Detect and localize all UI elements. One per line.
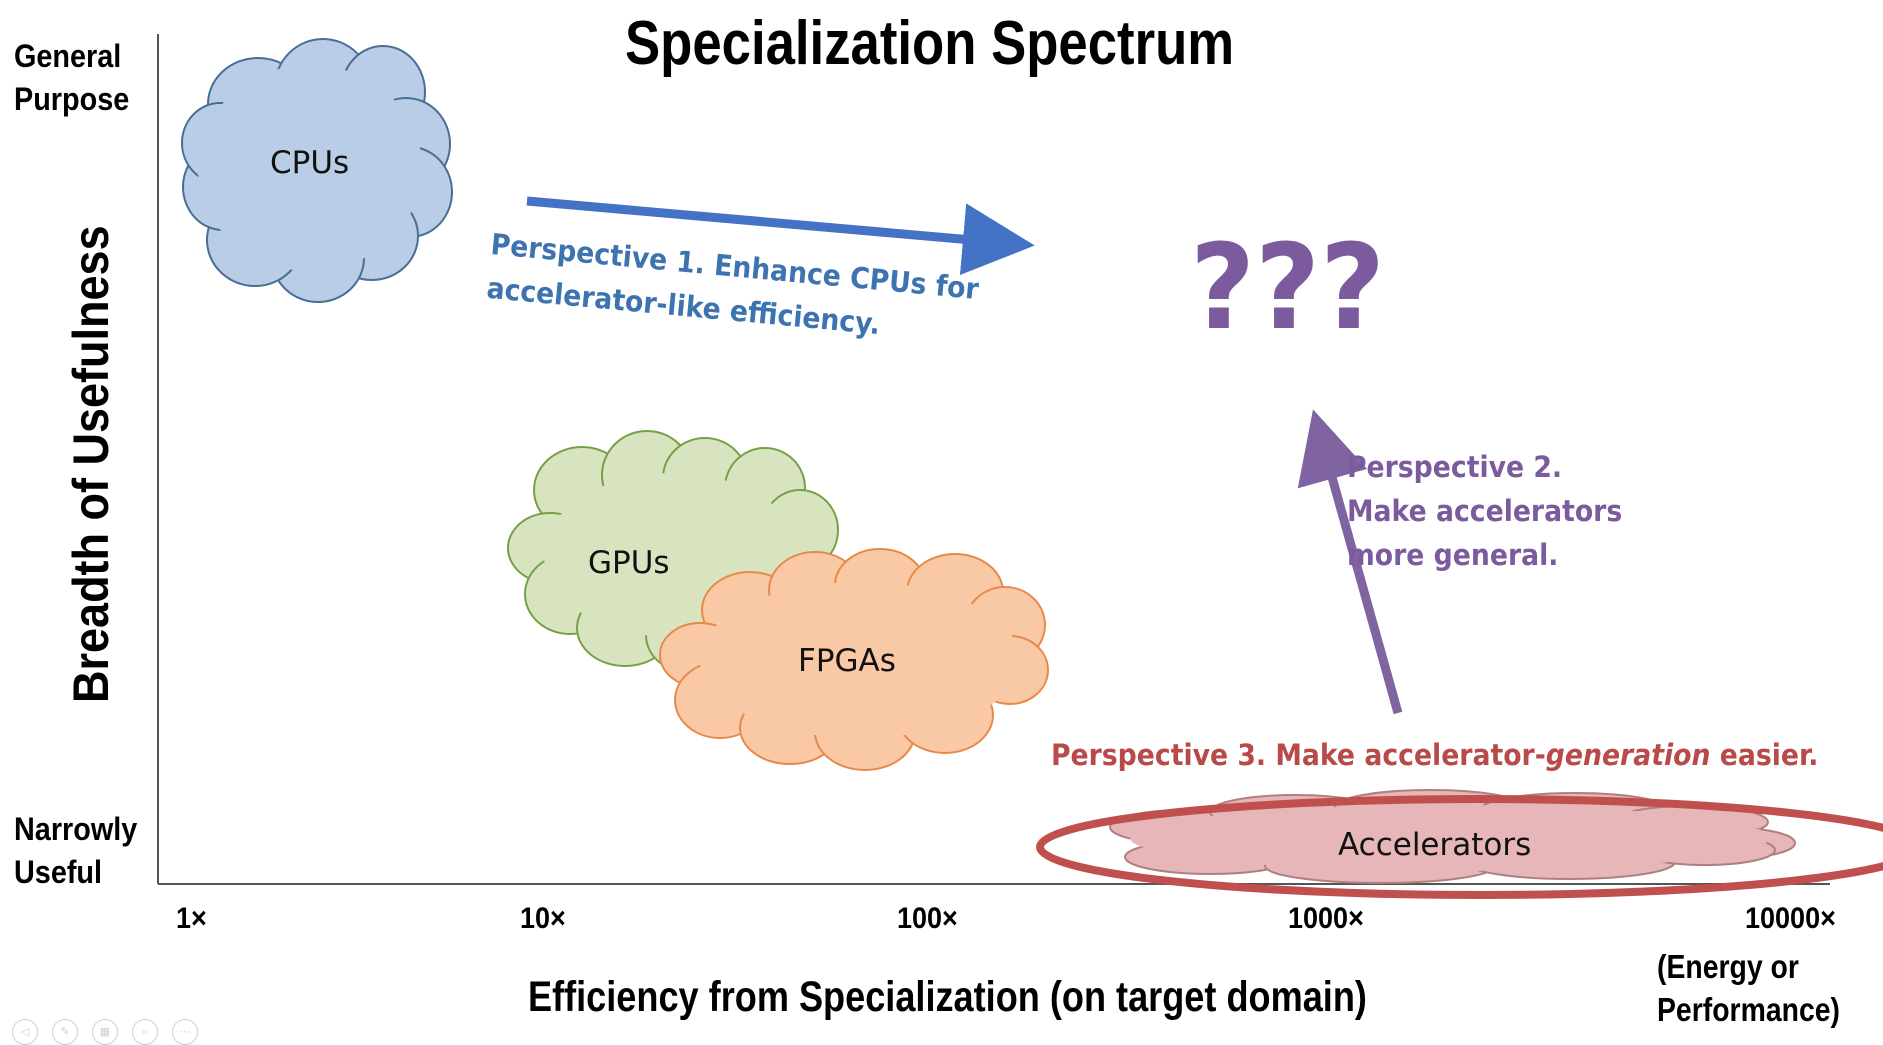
cpus-cloud: [181, 38, 453, 303]
perspective-3-after: easier.: [1710, 738, 1819, 772]
perspective-2-line-1: Perspective 2.: [1347, 450, 1563, 484]
x-tick-100x: 100×: [897, 902, 958, 935]
search-icon: ⌕: [141, 1026, 149, 1038]
accelerators-label: Accelerators: [1338, 827, 1532, 863]
x-axis-unit-line-2: Performance): [1657, 991, 1840, 1028]
perspective-3-before: Perspective 3. Make accelerator-: [1051, 738, 1546, 772]
accelerators-cloud: [1109, 789, 1796, 884]
diagram-title: Specialization Spectrum: [625, 9, 1235, 78]
perspective-3-emphasis: generation: [1545, 738, 1711, 772]
pen-icon: ✎: [60, 1026, 70, 1038]
y-bottom-label: Narrowly Useful: [14, 808, 137, 894]
x-axis-unit-line-1: (Energy or: [1657, 948, 1799, 985]
y-bottom-label-line-2: Useful: [14, 854, 103, 890]
y-bottom-label-line-1: Narrowly: [14, 811, 138, 847]
perspective-1-arrow: [526, 196, 1035, 276]
pen-button[interactable]: ✎: [52, 1019, 78, 1045]
fpgas-label: FPGAs: [798, 643, 896, 679]
x-tick-10x: 10×: [520, 902, 566, 935]
perspective-3-ellipse: [1036, 795, 1883, 899]
grid-icon: ▦: [99, 1026, 111, 1038]
y-top-label-line-1: General: [14, 38, 122, 74]
zoom-button[interactable]: ⌕: [132, 1019, 158, 1045]
perspective-2-line-3: more general.: [1347, 538, 1559, 572]
x-tick-10000x: 10000×: [1745, 902, 1836, 935]
previous-slide-button[interactable]: ◁: [12, 1019, 38, 1045]
perspective-2-text: Perspective 2. Make accelerators more ge…: [1347, 445, 1622, 577]
fpgas-cloud: [659, 548, 1049, 771]
gpus-cloud: [507, 430, 839, 674]
y-axis-title: Breadth of Usefulness: [63, 225, 119, 703]
slides-button[interactable]: ▦: [92, 1019, 118, 1045]
perspective-2-arrow: [1297, 409, 1403, 715]
x-axis-title: Efficiency from Specialization (on targe…: [528, 973, 1367, 1021]
y-top-label-line-2: Purpose: [14, 81, 130, 117]
perspective-2-line-2: Make accelerators: [1347, 494, 1623, 528]
perspective-3-text: Perspective 3. Make accelerator-generati…: [1051, 733, 1818, 777]
x-tick-1000x: 1000×: [1288, 902, 1364, 935]
play-back-icon: ◁: [20, 1026, 30, 1038]
gpus-label: GPUs: [588, 545, 670, 581]
y-top-label: General Purpose: [14, 35, 129, 121]
x-tick-1x: 1×: [176, 902, 207, 935]
more-button[interactable]: ⋯: [172, 1019, 198, 1045]
more-icon: ⋯: [179, 1026, 191, 1038]
question-marks: ???: [1190, 218, 1386, 356]
cpus-label: CPUs: [270, 145, 350, 181]
x-axis-unit: (Energy or Performance): [1657, 945, 1840, 1031]
